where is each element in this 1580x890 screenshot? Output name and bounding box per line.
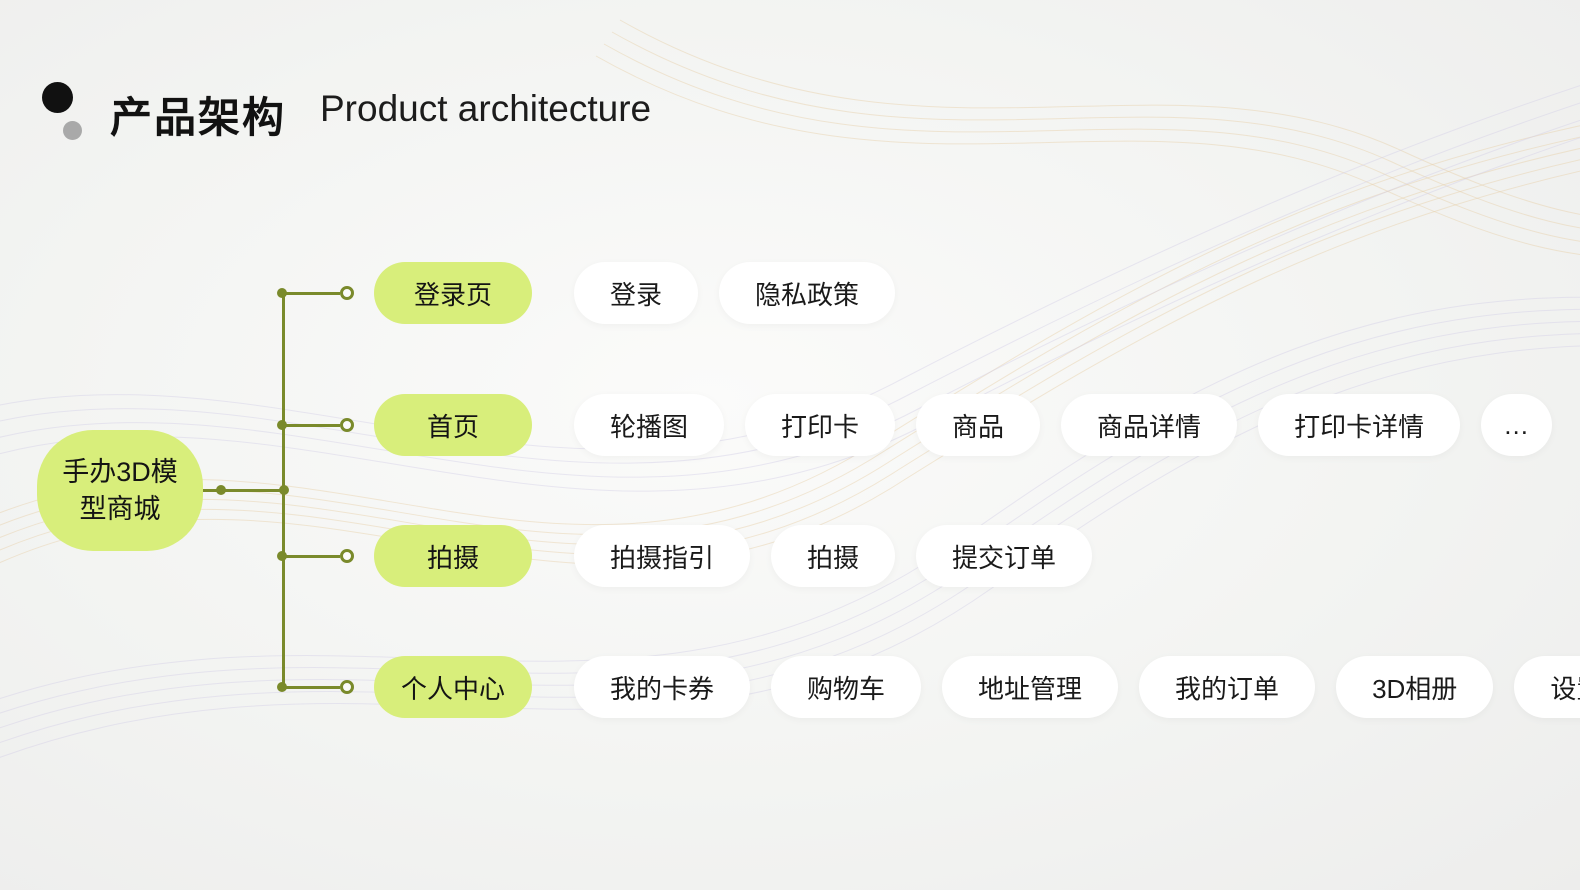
leaf-node: 打印卡 <box>745 394 896 456</box>
bullet-dot-large <box>42 82 73 113</box>
junction-dot <box>277 288 287 298</box>
branch-node-shoot: 拍摄 <box>374 525 532 587</box>
root-label-line1: 手办3D模 <box>62 457 178 488</box>
header: 产品架构 Product architecture <box>0 0 1580 160</box>
leaf-node: 拍摄指引 <box>574 525 751 587</box>
connector-ring <box>340 418 354 432</box>
connector-ring <box>340 549 354 563</box>
leaf-node: 商品 <box>916 394 1041 456</box>
connector-line <box>283 685 340 689</box>
connector-line <box>283 291 340 295</box>
leaf-node: 提交订单 <box>916 525 1093 587</box>
leaf-node: 3D相册 <box>1336 656 1494 718</box>
leaf-group-shoot: 拍摄指引 拍摄 提交订单 <box>574 525 1093 587</box>
branch-row-shoot: 拍摄 拍摄指引 拍摄 提交订单 <box>277 525 1093 587</box>
branch-row-login: 登录页 登录 隐私政策 <box>277 262 896 324</box>
junction-dot <box>277 551 287 561</box>
connector-ring <box>340 286 354 300</box>
leaf-node: 购物车 <box>771 656 922 718</box>
leaf-node: 打印卡详情 <box>1258 394 1461 456</box>
page-subtitle: Product architecture <box>320 88 652 129</box>
branch-row-personal: 个人中心 我的卡券 购物车 地址管理 我的订单 3D相册 设置 <box>277 656 1580 718</box>
branch-node-personal: 个人中心 <box>374 656 532 718</box>
root-node: 手办3D模 型商城 <box>37 430 203 551</box>
leaf-node: 隐私政策 <box>719 262 896 324</box>
connector-ring <box>340 680 354 694</box>
leaf-node: 我的订单 <box>1139 656 1316 718</box>
junction-dot <box>277 682 287 692</box>
bullet-dot-small <box>63 121 82 140</box>
leaf-node: 商品详情 <box>1061 394 1238 456</box>
junction-dot <box>277 420 287 430</box>
connector-line <box>283 554 340 558</box>
branch-node-login: 登录页 <box>374 262 532 324</box>
leaf-node-ellipsis: … <box>1481 394 1553 456</box>
leaf-node: 拍摄 <box>771 525 896 587</box>
leaf-group-home: 轮播图 打印卡 商品 商品详情 打印卡详情 … <box>574 394 1553 456</box>
leaf-node: 我的卡券 <box>574 656 751 718</box>
leaf-group-login: 登录 隐私政策 <box>574 262 896 324</box>
connector-trunk <box>282 292 285 688</box>
connector-line <box>283 423 340 427</box>
leaf-node: 登录 <box>574 262 699 324</box>
page-title: 产品架构 <box>110 94 287 141</box>
leaf-node: 地址管理 <box>942 656 1119 718</box>
root-label-line2: 型商城 <box>79 493 161 524</box>
leaf-node: 轮播图 <box>574 394 725 456</box>
branch-node-home: 首页 <box>374 394 532 456</box>
connector-root-dot <box>216 485 226 495</box>
branch-row-home: 首页 轮播图 打印卡 商品 商品详情 打印卡详情 … <box>277 394 1553 456</box>
leaf-node: 设置 <box>1514 656 1580 718</box>
leaf-group-personal: 我的卡券 购物车 地址管理 我的订单 3D相册 设置 <box>574 656 1580 718</box>
